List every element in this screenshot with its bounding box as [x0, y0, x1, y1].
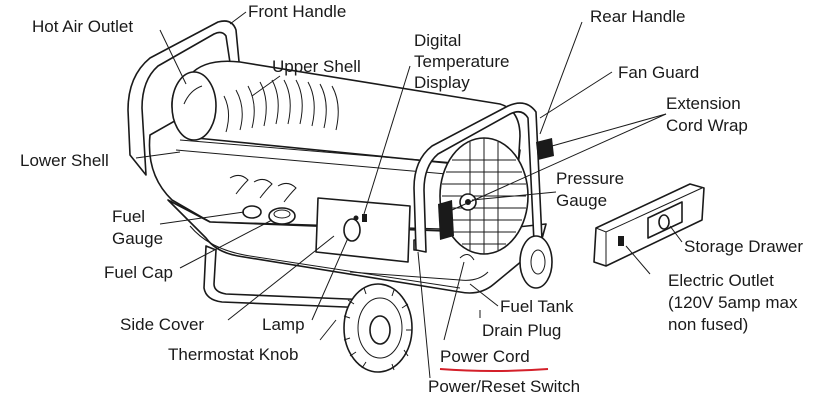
thermostat-knob-shape	[343, 218, 361, 242]
label-rear-handle: Rear Handle	[590, 7, 685, 26]
label-pressure-gauge-2: Gauge	[556, 191, 607, 210]
label-fuel-cap: Fuel Cap	[104, 263, 173, 282]
label-front-handle: Front Handle	[248, 2, 346, 21]
power-cord-highlight-underline	[439, 368, 549, 372]
label-digital-temp-3: Display	[414, 73, 470, 92]
digital-display-shape	[362, 214, 367, 222]
label-lower-shell: Lower Shell	[20, 151, 109, 170]
label-extension-cord-1: Extension	[666, 94, 741, 113]
fuel-gauge-shape	[242, 205, 262, 219]
label-fuel-gauge-2: Gauge	[112, 229, 163, 248]
label-electric-outlet-3: non fused)	[668, 315, 748, 334]
label-extension-cord-2: Cord Wrap	[666, 116, 748, 135]
cord-wrap-upper	[536, 138, 554, 160]
side-cover-shape	[315, 197, 411, 263]
leader-lines	[135, 11, 683, 379]
hot-air-outlet-shape	[171, 71, 217, 141]
electric-outlet-shape	[618, 236, 624, 246]
label-fuel-gauge-1: Fuel	[112, 207, 145, 226]
cord-wrap-lower	[438, 200, 454, 240]
label-thermostat-knob: Thermostat Knob	[168, 345, 298, 364]
upper-shell-vents	[223, 79, 339, 133]
label-upper-shell: Upper Shell	[272, 57, 361, 76]
label-electric-outlet-1: Electric Outlet	[668, 271, 774, 290]
label-fan-guard: Fan Guard	[618, 63, 699, 82]
wheel-hub	[369, 315, 391, 345]
label-power-reset-switch: Power/Reset Switch	[428, 377, 580, 396]
label-fuel-tank: Fuel Tank	[500, 297, 574, 316]
part-labels: Hot Air Outlet Front Handle Upper Shell …	[20, 2, 803, 396]
heater-illustration	[127, 20, 554, 373]
label-lamp: Lamp	[262, 315, 305, 334]
label-electric-outlet-2: (120V 5amp max	[668, 293, 798, 312]
label-digital-temp-2: Temperature	[414, 52, 509, 71]
label-power-cord: Power Cord	[440, 347, 530, 366]
label-side-cover: Side Cover	[120, 315, 204, 334]
label-digital-temp-1: Digital	[414, 31, 461, 50]
label-storage-drawer: Storage Drawer	[684, 237, 803, 256]
label-drain-plug: Drain Plug	[482, 321, 561, 340]
label-hot-air-outlet: Hot Air Outlet	[32, 17, 133, 36]
label-pressure-gauge-1: Pressure	[556, 169, 624, 188]
drawer-knob	[658, 214, 670, 230]
storage-drawer-illustration	[593, 183, 705, 267]
rear-wheel	[519, 235, 553, 289]
